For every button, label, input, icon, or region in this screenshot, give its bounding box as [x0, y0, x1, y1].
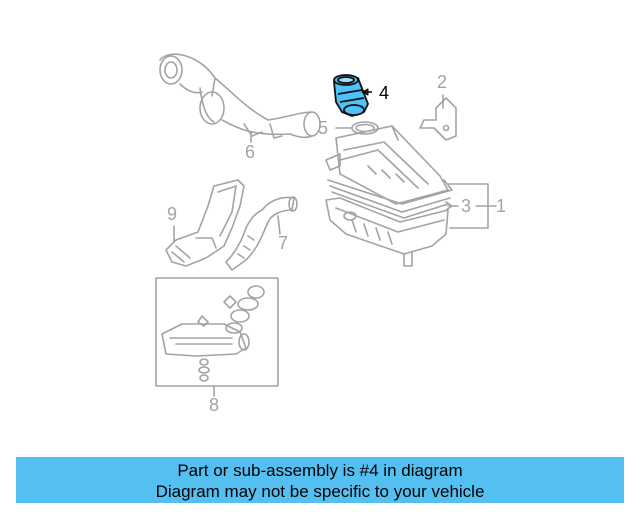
callout-4: 4	[379, 83, 390, 103]
callout-7: 7	[278, 233, 289, 253]
part-4-highlighted[interactable]	[333, 74, 372, 117]
part-8-assembly-box[interactable]	[155, 277, 279, 397]
part-9-resonator-duct[interactable]	[165, 179, 245, 267]
parts-diagram	[155, 53, 497, 397]
part-5-seal[interactable]	[335, 121, 379, 135]
callout-9: 9	[167, 204, 178, 224]
part-7-hose[interactable]	[225, 196, 298, 271]
banner-line-1: Part or sub-assembly is #4 in diagram	[177, 461, 463, 480]
callout-6: 6	[245, 142, 256, 162]
banner-line-2: Diagram may not be specific to your vehi…	[155, 482, 485, 501]
callout-1: 1	[496, 196, 507, 216]
callout-2: 2	[437, 72, 448, 92]
callout-8: 8	[209, 395, 220, 415]
part-3-filter	[327, 179, 453, 205]
part-1-air-cleaner-assembly[interactable]	[325, 125, 453, 267]
callout-3: 3	[461, 196, 472, 216]
part-6-intake-tube[interactable]	[159, 53, 321, 143]
part-2-bracket[interactable]	[419, 94, 457, 141]
callout-5: 5	[318, 118, 329, 138]
callout-leaders-1-3	[445, 183, 497, 229]
info-banner: Part or sub-assembly is #4 in diagram Di…	[16, 457, 624, 503]
